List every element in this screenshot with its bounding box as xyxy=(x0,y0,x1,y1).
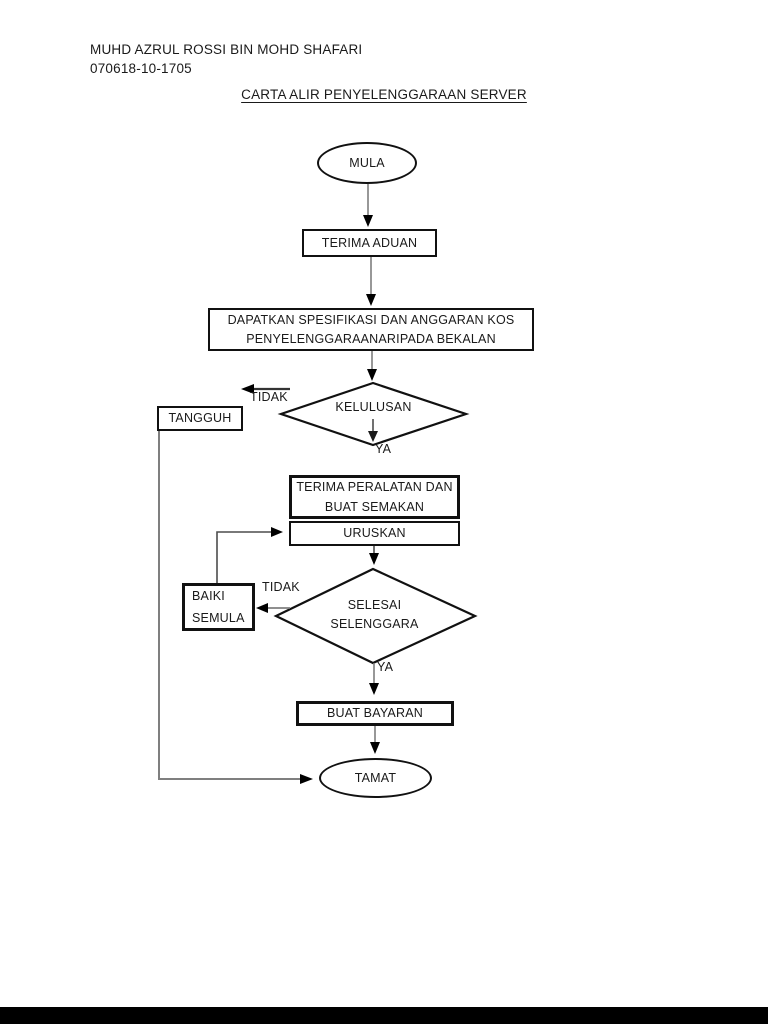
node-kelulusan-label: KELULUSAN xyxy=(335,400,412,414)
node-terima-aduan-label: TERIMA ADUAN xyxy=(321,235,418,250)
node-mula: MULA xyxy=(317,142,417,184)
author-name: MUHD AZRUL ROSSI BIN MOHD SHAFARI xyxy=(90,42,363,57)
arrowhead-selesai-baiki xyxy=(256,603,268,613)
arrowhead-uruskan-selesai xyxy=(369,553,379,565)
arrowhead-kelulusan-tidak xyxy=(241,384,254,394)
node-selesai-label: SELESAI SELENGGARA xyxy=(276,596,473,634)
node-tamat: TAMAT xyxy=(319,758,432,798)
arrowhead-terima-dapatkan xyxy=(366,294,376,306)
chart-title-row: CARTA ALIR PENYELENGGARAAN SERVER xyxy=(0,86,768,104)
author-block: MUHD AZRUL ROSSI BIN MOHD SHAFARI 070618… xyxy=(90,40,362,78)
node-mula-label: MULA xyxy=(349,155,385,170)
node-selesai-line1: SELESAI xyxy=(347,598,402,612)
node-dapatkan-line1: DAPATKAN SPESIFIKASI DAN ANGGARAN KOS xyxy=(227,312,515,327)
node-buat-bayaran-label: BUAT BAYARAN xyxy=(327,706,423,720)
arrowhead-baiki-uruskan xyxy=(271,527,283,537)
label-kelulusan-tidak: TIDAK xyxy=(250,390,288,404)
kelulusan-diamond xyxy=(277,381,470,447)
node-baiki-line2: SEMULA xyxy=(192,611,245,625)
arrowhead-kelulusan-ya xyxy=(368,431,378,442)
node-terima-aduan: TERIMA ADUAN xyxy=(302,229,437,257)
arrowhead-mula-terima xyxy=(363,215,373,227)
arrowhead-selesai-bayaran xyxy=(369,683,379,695)
node-uruskan: URUSKAN xyxy=(289,521,460,546)
arrowhead-tangguh-tamat xyxy=(300,774,313,784)
node-tangguh: TANGGUH xyxy=(157,406,243,431)
node-baiki-line1: BAIKI xyxy=(192,589,225,603)
selesai-diamond xyxy=(273,567,478,665)
label-kelulusan-ya: YA xyxy=(375,442,392,456)
node-tangguh-label: TANGGUH xyxy=(168,411,232,425)
arrowhead-bayaran-tamat xyxy=(370,742,380,754)
node-terima-peralatan: TERIMA PERALATAN DAN BUAT SEMAKAN xyxy=(289,475,460,519)
node-baiki-semula: BAIKI SEMULA xyxy=(182,583,255,631)
connector-tangguh-tamat xyxy=(158,431,302,780)
author-id: 070618-10-1705 xyxy=(90,61,192,76)
node-uruskan-label: URUSKAN xyxy=(343,526,406,540)
chart-title: CARTA ALIR PENYELENGGARAAN SERVER xyxy=(241,87,527,102)
connector-baiki-uruskan xyxy=(216,531,272,583)
node-dapatkan: DAPATKAN SPESIFIKASI DAN ANGGARAN KOS PE… xyxy=(208,308,534,351)
page-bottom-bar xyxy=(0,1007,768,1024)
node-terima-peralatan-line1: TERIMA PERALATAN DAN xyxy=(296,480,453,494)
node-terima-peralatan-line2: BUAT SEMAKAN xyxy=(324,500,425,514)
node-tamat-label: TAMAT xyxy=(354,770,397,785)
node-selesai-line2: SELENGGARA xyxy=(330,617,419,631)
node-buat-bayaran: BUAT BAYARAN xyxy=(296,701,454,726)
label-selesai-tidak: TIDAK xyxy=(262,580,300,594)
label-selesai-ya: YA xyxy=(377,660,394,674)
node-dapatkan-line2: PENYELENGGARAANARIPADA BEKALAN xyxy=(246,331,496,346)
arrowhead-dapatkan-kelulusan xyxy=(367,369,377,381)
